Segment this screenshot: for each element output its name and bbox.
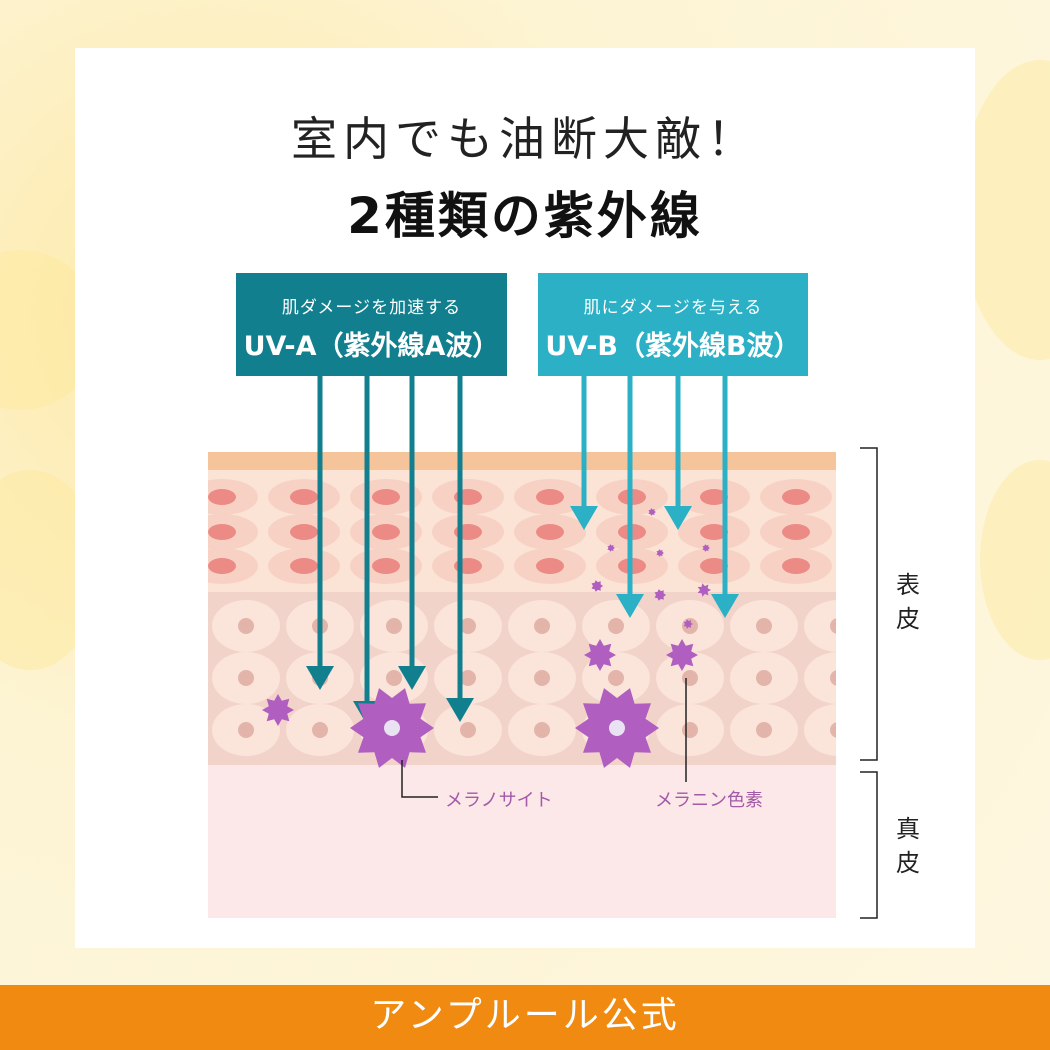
cell-group [208, 479, 914, 756]
uva-label: UV-A（紫外線A波） [243, 331, 500, 362]
arrowhead-icon [570, 506, 598, 530]
cell-nucleus [782, 558, 810, 574]
cell-nucleus [238, 618, 254, 634]
dermis-bracket [860, 771, 878, 919]
cell-nucleus [290, 524, 318, 540]
cell-nucleus [372, 558, 400, 574]
cell-nucleus [756, 618, 772, 634]
melanin-particle-icon [654, 589, 666, 601]
cell-nucleus [238, 670, 254, 686]
title-line-1: 室内でも油断大敵！ [291, 112, 759, 166]
cell-nucleus [534, 618, 550, 634]
arrowhead-icon [306, 666, 334, 690]
cell-nucleus [312, 722, 328, 738]
cell-nucleus [208, 524, 236, 540]
cell-nucleus [608, 670, 624, 686]
melanin-particle-icon [702, 544, 710, 552]
epidermis-bracket [860, 447, 878, 761]
cell-nucleus [238, 722, 254, 738]
melanin-particle-icon [666, 639, 698, 671]
cell-nucleus [700, 489, 728, 505]
cell-nucleus [682, 670, 698, 686]
uva-subtitle: 肌ダメージを加速する [281, 298, 462, 318]
melanin-particle-icon [584, 639, 616, 671]
cell-nucleus [682, 722, 698, 738]
cell-nucleus [372, 524, 400, 540]
dermis-layer [208, 765, 836, 918]
melanin-particle-icon [683, 619, 693, 629]
cell-nucleus [830, 670, 836, 686]
skin-cell [804, 600, 836, 652]
cell-nucleus [830, 618, 836, 634]
skin-surface [208, 452, 836, 470]
skin-cell [804, 652, 836, 704]
uvb-label: UV-B（紫外線B波） [545, 331, 801, 362]
melanin-particle-icon [656, 549, 664, 557]
cell-nucleus [208, 489, 236, 505]
cell-nucleus [536, 558, 564, 574]
cell-nucleus [534, 722, 550, 738]
cell-nucleus [700, 558, 728, 574]
cell-nucleus [782, 524, 810, 540]
melanocyte-label: メラノサイト [445, 790, 553, 811]
cell-nucleus [372, 489, 400, 505]
cell-nucleus [460, 670, 476, 686]
uvb-box: 肌にダメージを与える UV-B（紫外線B波） [538, 273, 808, 376]
arrowhead-icon [446, 698, 474, 722]
skin-cell [842, 514, 914, 550]
cell-nucleus [782, 489, 810, 505]
melanin-particle-icon [607, 544, 615, 552]
skin-cell [804, 704, 836, 756]
melanocyte-nucleus [609, 720, 625, 736]
cell-nucleus [700, 524, 728, 540]
cell-nucleus [756, 722, 772, 738]
cell-nucleus [386, 618, 402, 634]
melanocyte-nucleus [384, 720, 400, 736]
cell-nucleus [460, 722, 476, 738]
cell-nucleus [830, 722, 836, 738]
cell-nucleus [460, 618, 476, 634]
cell-nucleus [290, 558, 318, 574]
cell-nucleus [608, 618, 624, 634]
cell-nucleus [756, 670, 772, 686]
cell-nucleus [536, 489, 564, 505]
arrowhead-icon [664, 506, 692, 530]
arrowhead-icon [616, 594, 644, 618]
melanocyte-pointer-line [401, 760, 438, 798]
arrowhead-icon [398, 666, 426, 690]
cell-nucleus [864, 524, 892, 540]
melanin-particle-icon [697, 583, 711, 597]
cell-nucleus [208, 558, 236, 574]
melanin-particle-icon [591, 580, 603, 592]
cell-nucleus [536, 524, 564, 540]
melanin-particle-icon [648, 508, 656, 516]
epidermis-label: 表皮 [896, 571, 920, 633]
dermis-label: 真皮 [896, 815, 920, 877]
cell-nucleus [386, 670, 402, 686]
cell-nucleus [534, 670, 550, 686]
uva-box: 肌ダメージを加速する UV-A（紫外線A波） [236, 273, 507, 376]
melanin-label: メラニン色素 [655, 790, 763, 811]
uvb-subtitle: 肌にダメージを与える [583, 298, 763, 318]
arrowhead-icon [711, 594, 739, 618]
title-line-2: 2種類の紫外線 [347, 187, 703, 245]
brand-footer: アンプルール公式 [0, 985, 1050, 1050]
melanin-particle-icon [262, 694, 294, 726]
cell-nucleus [290, 489, 318, 505]
